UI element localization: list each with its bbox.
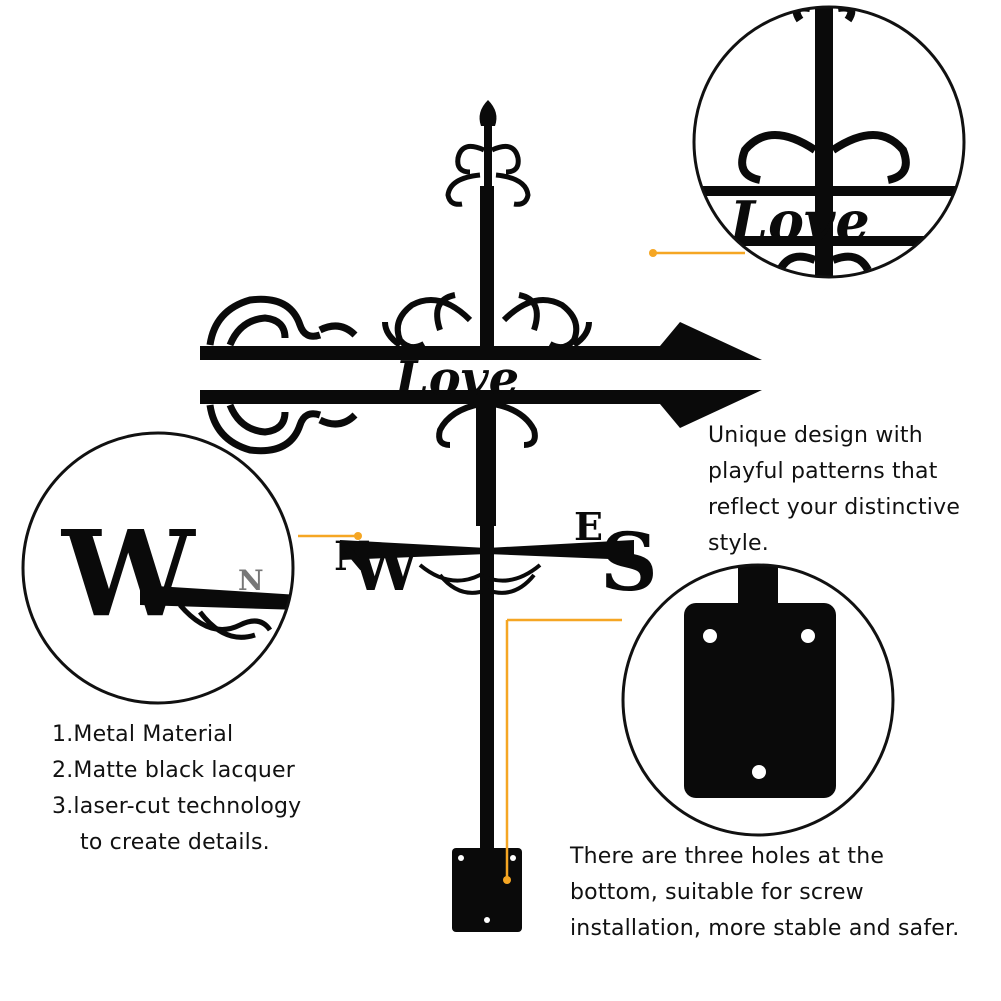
zoom-love-word: Love bbox=[728, 189, 870, 253]
callout-dot-w bbox=[354, 532, 362, 540]
caption-line: There are three holes at the bbox=[570, 844, 885, 869]
direction-north: N bbox=[334, 533, 371, 580]
screw-hole-icon bbox=[801, 629, 815, 643]
caption-line: Unique design with bbox=[708, 423, 923, 448]
feature-line: 2.Matte black lacquer bbox=[52, 758, 295, 783]
caption-line: bottom, suitable for screw bbox=[570, 880, 864, 905]
caption-line: installation, more stable and safer. bbox=[570, 916, 960, 941]
callout-lines bbox=[298, 251, 745, 880]
finial-icon bbox=[479, 100, 497, 126]
caption-design: Unique design with playful patterns that… bbox=[708, 418, 960, 562]
zoom-plate-detail bbox=[621, 563, 895, 837]
caption-line: style. bbox=[708, 531, 769, 556]
mount-plate bbox=[452, 848, 522, 932]
zoom-w-detail: W N bbox=[21, 431, 295, 705]
screw-hole-icon bbox=[752, 765, 766, 779]
feature-line: 3.laser-cut technology bbox=[52, 794, 302, 819]
direction-east: E bbox=[574, 504, 603, 549]
direction-south: S bbox=[600, 515, 658, 609]
cross-lace bbox=[418, 563, 542, 595]
weathervane: Love W N E S bbox=[200, 100, 762, 932]
callout-dot-plate bbox=[503, 876, 511, 884]
caption-features: 1.Metal Material 2.Matte black lacquer 3… bbox=[52, 717, 301, 861]
caption-line: reflect your distinctive bbox=[708, 495, 961, 520]
tail-feathers bbox=[206, 295, 358, 455]
zoom-direction-west: W bbox=[60, 504, 196, 643]
arrow-head-icon bbox=[660, 322, 762, 360]
zoom-top-detail: Love bbox=[692, 5, 966, 279]
callout-dot-top bbox=[649, 249, 657, 257]
feature-line: 1.Metal Material bbox=[52, 722, 234, 747]
caption-holes: There are three holes at the bottom, sui… bbox=[570, 839, 959, 947]
direction-west: W bbox=[349, 532, 421, 605]
top-scrollwork bbox=[445, 143, 531, 207]
lower-scrollwork bbox=[436, 401, 538, 448]
feature-line: to create details. bbox=[80, 830, 270, 855]
love-word: Love bbox=[393, 351, 519, 407]
zoom-direction-north: N bbox=[238, 564, 264, 597]
zoom-mount-plate bbox=[684, 603, 836, 798]
screw-hole-icon bbox=[703, 629, 717, 643]
caption-line: playful patterns that bbox=[708, 459, 938, 484]
